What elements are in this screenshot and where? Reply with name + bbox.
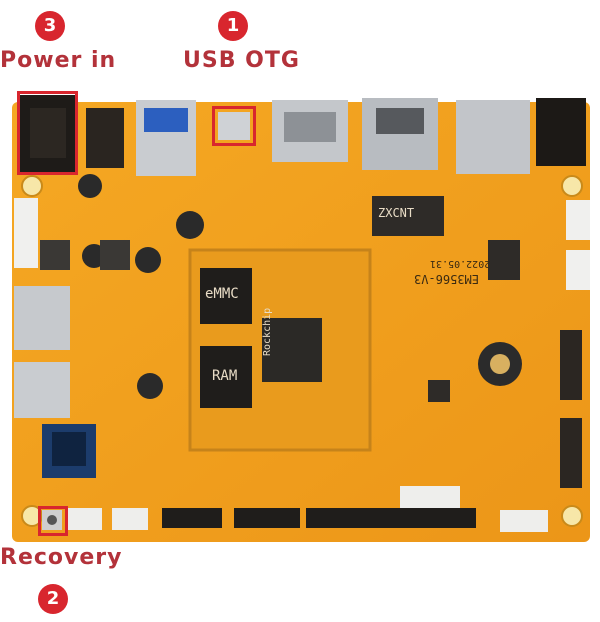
emmc-chip (200, 268, 252, 324)
magnetics-chip (372, 196, 444, 236)
usb-otg-label: USB OTG (183, 48, 300, 73)
sim-card-slot (14, 362, 70, 418)
power-in-highlight (17, 91, 78, 175)
side-connector (14, 198, 38, 268)
vendor-text: Rockchip (262, 307, 273, 356)
pin-header (234, 508, 300, 528)
ram-chip (200, 346, 252, 408)
pin-header (306, 508, 476, 528)
magnetics-text: ZXCNT (378, 206, 415, 220)
usb-otg-highlight (212, 106, 256, 146)
emmc-text: eMMC (205, 286, 239, 302)
mounting-hole (21, 175, 43, 197)
date-text: 2022.05.31 (430, 258, 491, 269)
recovery-label: Recovery (0, 545, 123, 570)
mounting-hole (561, 505, 583, 527)
callout-number-1: 1 (218, 11, 248, 41)
model-text: EM3566-V3 (414, 272, 480, 286)
dc-jack-right (536, 98, 586, 166)
audio-jack (86, 108, 124, 168)
white-connector (112, 508, 148, 530)
callout-number-3: 3 (35, 11, 65, 41)
ram-text: RAM (212, 368, 238, 384)
pin-header (162, 508, 222, 528)
soc-chip (262, 318, 322, 382)
side-connector (566, 200, 590, 240)
white-connector (400, 486, 460, 508)
white-connector (500, 510, 548, 532)
sd-card-slot (14, 286, 70, 350)
callout-number-2: 2 (38, 584, 68, 614)
micro-usb-port (218, 112, 250, 140)
ethernet-port-2 (456, 100, 530, 174)
side-connector (566, 250, 590, 290)
recovery-highlight (38, 506, 68, 536)
power-in-label: Power in (0, 48, 117, 73)
mounting-hole (561, 175, 583, 197)
white-connector (66, 508, 102, 530)
fpc-connector (560, 418, 582, 488)
fpc-connector (560, 330, 582, 400)
